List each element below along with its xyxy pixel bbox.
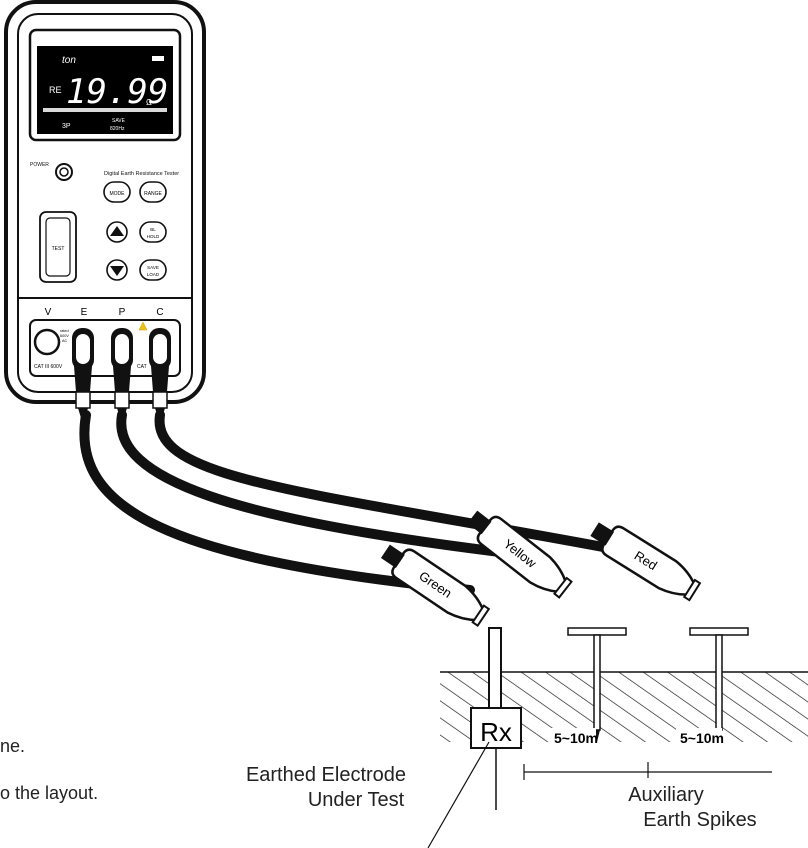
power-label: POWER — [30, 162, 49, 168]
lcd-screen — [37, 46, 173, 134]
terminal-v-socket[interactable] — [33, 328, 61, 356]
down-button[interactable] — [106, 259, 128, 281]
terminal-v-label: V — [45, 307, 52, 318]
spikes-bracket — [523, 762, 772, 780]
spikes-label-line2: Earth Spikes — [643, 809, 756, 831]
terminal-note-2: 600V — [60, 334, 69, 338]
range-button-label: RANGE — [144, 191, 162, 197]
distance-label-2: 5~10m — [680, 730, 724, 746]
electrode-label-line2: Under Test — [308, 789, 405, 811]
distance-2-bg — [676, 728, 722, 746]
terminal-c-label: C — [156, 307, 163, 318]
probe-green: Green — [380, 544, 491, 627]
plug-p — [111, 328, 133, 418]
lcd-bargraph — [43, 108, 167, 112]
cut-off-text-1: ne. — [0, 736, 25, 756]
meter: ton RE 19.99 Ω 3P SAVE 820Hz POWER Digit… — [4, 0, 206, 404]
terminal-p-label: P — [119, 307, 126, 318]
power-button[interactable] — [55, 163, 73, 181]
rx-label: Rx — [480, 717, 512, 747]
lcd-status-mid-1: SAVE — [112, 118, 126, 124]
terminal-note-1: rated — [60, 329, 69, 333]
cat-rating-left: CAT III 600V — [34, 364, 63, 370]
terminal-panel — [29, 319, 181, 377]
test-label: TEST — [52, 246, 65, 252]
spike-yellow — [567, 627, 627, 742]
terminal-e-label: E — [81, 307, 88, 318]
distance-label-1: 5~10m — [554, 730, 598, 746]
range-button[interactable]: RANGE — [139, 181, 167, 203]
lcd-status-left: 3P — [62, 123, 71, 130]
save-load-button[interactable]: SAVE LOAD — [139, 259, 167, 281]
lcd-quantity: RE — [49, 85, 62, 95]
probe-red: Red — [590, 522, 702, 602]
hold-label: HOLD — [147, 234, 160, 239]
electrode-leader-line — [427, 741, 490, 848]
triangle-up-icon — [110, 226, 124, 236]
test-button[interactable]: TEST — [39, 211, 77, 283]
lcd-reading: 19.99 — [66, 72, 168, 112]
yellow-lead-cable — [116, 410, 505, 557]
brand-title: Digital Earth Resistance Tester — [104, 171, 179, 177]
mode-button[interactable]: MODE — [103, 181, 131, 203]
plug-e — [72, 328, 94, 418]
terminal-note-3: AC — [62, 339, 68, 343]
lcd-unit: Ω — [146, 98, 152, 107]
load-label: LOAD — [147, 272, 160, 277]
cut-off-text-2: o the layout. — [0, 783, 98, 803]
red-lead-cable — [154, 410, 635, 557]
power-icon — [59, 167, 69, 177]
lcd-mode-text: ton — [62, 55, 76, 66]
electrode-under-test: Rx — [427, 627, 522, 848]
up-button[interactable] — [106, 221, 128, 243]
mode-button-label: MODE — [110, 191, 126, 197]
distance-1-bg — [550, 728, 596, 746]
triangle-down-icon — [110, 266, 124, 276]
lcd-display: ton RE 19.99 Ω 3P SAVE 820Hz — [28, 28, 182, 142]
lcd-status-mid-2: 820Hz — [110, 126, 125, 132]
cat-rating-right: CAT — [137, 364, 147, 370]
battery-icon — [152, 56, 164, 61]
bl-label: BL — [150, 227, 156, 232]
meter-plugs — [72, 328, 171, 418]
spikes-label-line1: Auxiliary — [628, 784, 704, 806]
plug-c — [149, 328, 171, 418]
save-label: SAVE — [147, 265, 159, 270]
green-lead-cable — [79, 410, 475, 595]
electrode-label-line1: Earthed Electrode — [246, 764, 406, 786]
bl-hold-button[interactable]: BL HOLD — [139, 221, 167, 243]
warning-icon — [138, 321, 148, 331]
